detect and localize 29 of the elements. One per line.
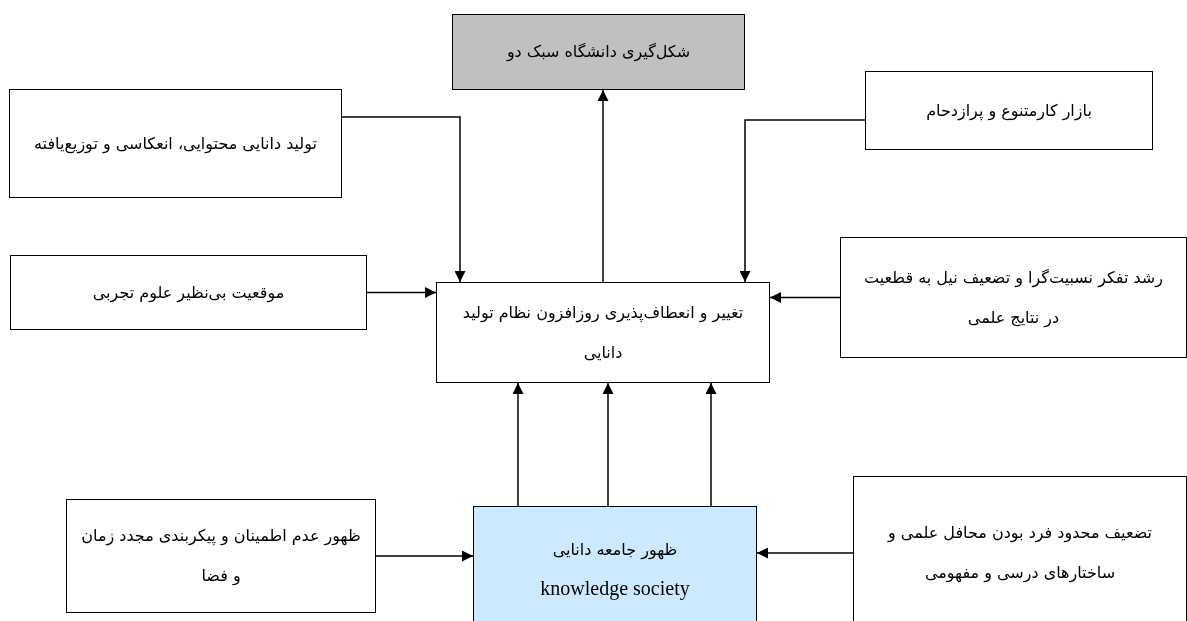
arrow [341, 116, 466, 283]
box-text: تغییر و انعطاف‌پذیری روزافزون نظام تولید دانایی [461, 301, 745, 364]
process-box [9, 89, 342, 198]
box-text: ظهور عدم اطمینان و پیکربندی مجدد زمان و فضا [81, 525, 361, 587]
arrow [512, 382, 524, 507]
box-text: رشد تفکر نسبیت‌گرا و تضعیف نیل به قطعیت در نتایج علمی [863, 266, 1164, 330]
box-text: تولید دانایی محتوایی، انعکاسی و توزیع‌یافته [34, 132, 317, 156]
box-text: ظهور جامعه دانایی [552, 539, 678, 562]
process-box [436, 282, 770, 383]
process-box [865, 71, 1153, 150]
process-box [10, 255, 367, 330]
box-text: شکل‌گیری دانشگاه سبک دو [506, 41, 691, 64]
central-box [473, 506, 757, 621]
process-box [66, 499, 376, 613]
subtitle-text: knowledge society [540, 576, 690, 602]
arrow [602, 382, 614, 507]
arrow [739, 119, 866, 283]
process-box [840, 237, 1187, 358]
arrow [366, 287, 437, 298]
result-box [452, 14, 745, 90]
arrow [375, 550, 474, 562]
arrow [756, 547, 854, 559]
process-box [853, 476, 1187, 621]
arrow [597, 89, 609, 283]
arrow [705, 382, 717, 507]
box-text: بازار کارمتنوع و پرازدحام [926, 99, 1092, 123]
box-text: تضعیف محدود فرد بودن محافل علمی و ساختارهای درسی و مفهومی [886, 522, 1153, 585]
box-text: موقعیت بی‌نظیر علوم تجربی [92, 281, 285, 305]
arrow [769, 292, 841, 303]
